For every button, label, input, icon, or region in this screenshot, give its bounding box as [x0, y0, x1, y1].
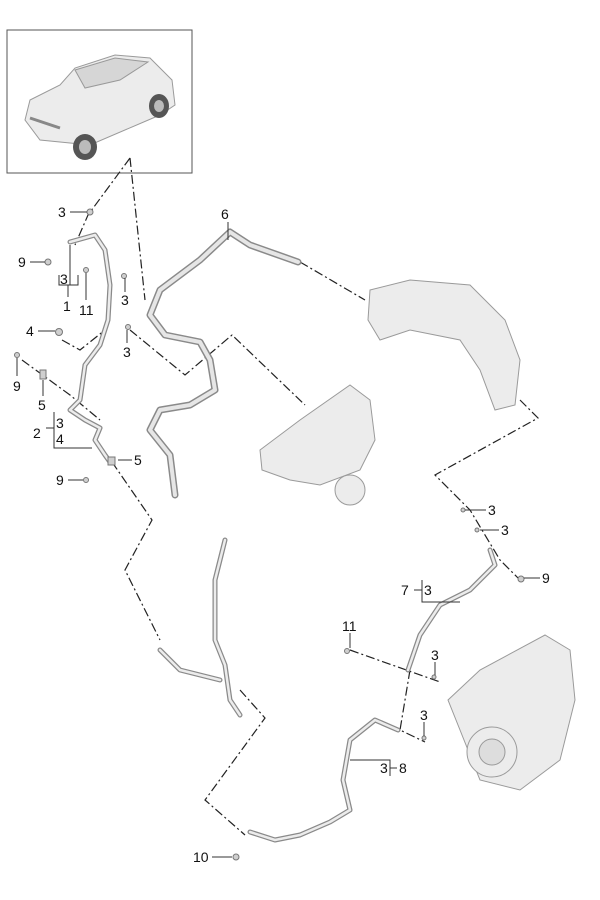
callout-4[interactable]: 4	[56, 431, 64, 447]
callout-1[interactable]: 1	[63, 298, 71, 314]
coolant-pipe-6[interactable]	[146, 228, 302, 499]
callout-6[interactable]: 6	[221, 206, 229, 222]
callout-9[interactable]: 9	[542, 570, 550, 586]
callout-3[interactable]: 3	[380, 760, 388, 776]
oil-pipe-8[interactable]	[247, 717, 401, 843]
turbocharger-left	[334, 474, 366, 506]
callout-3[interactable]: 3	[60, 271, 68, 287]
callout-7[interactable]: 7	[401, 582, 409, 598]
callout-3[interactable]: 3	[56, 415, 64, 431]
callout-3[interactable]: 3	[424, 582, 432, 598]
callout-5[interactable]: 5	[134, 452, 142, 468]
callout-10[interactable]: 10	[193, 849, 209, 865]
callout-2[interactable]: 2	[33, 425, 41, 441]
callout-3[interactable]: 3	[488, 502, 496, 518]
callout-3[interactable]: 3	[431, 647, 439, 663]
coolant-pipe-2[interactable]	[67, 232, 113, 465]
callout-4[interactable]: 4	[26, 323, 34, 339]
callout-3[interactable]: 3	[420, 707, 428, 723]
leader-lines	[16, 211, 540, 858]
callout-11[interactable]: 11	[342, 618, 357, 634]
oil-pipe-7[interactable]	[405, 547, 498, 673]
vehicle-thumbnail[interactable]	[6, 29, 193, 174]
callout-5[interactable]: 5	[38, 397, 46, 413]
callout-labels: 3 9 3 1 11 3 3 4 9 5 2 3 4 5 9 6 3 3 9 7…	[13, 204, 550, 865]
callout-3[interactable]: 3	[121, 292, 129, 308]
callout-9[interactable]: 9	[18, 254, 26, 270]
callout-3[interactable]: 3	[58, 204, 66, 220]
coolant-pipe-lower[interactable]	[157, 537, 243, 718]
callout-8[interactable]: 8	[399, 760, 407, 776]
reference-lines	[21, 157, 539, 836]
callout-9[interactable]: 9	[56, 472, 64, 488]
callout-3[interactable]: 3	[123, 344, 131, 360]
turbo-heat-shield	[259, 384, 376, 486]
callout-9[interactable]: 9	[13, 378, 21, 394]
callout-11[interactable]: 11	[79, 302, 94, 318]
intake-manifold	[367, 279, 521, 411]
callout-3[interactable]: 3	[501, 522, 509, 538]
